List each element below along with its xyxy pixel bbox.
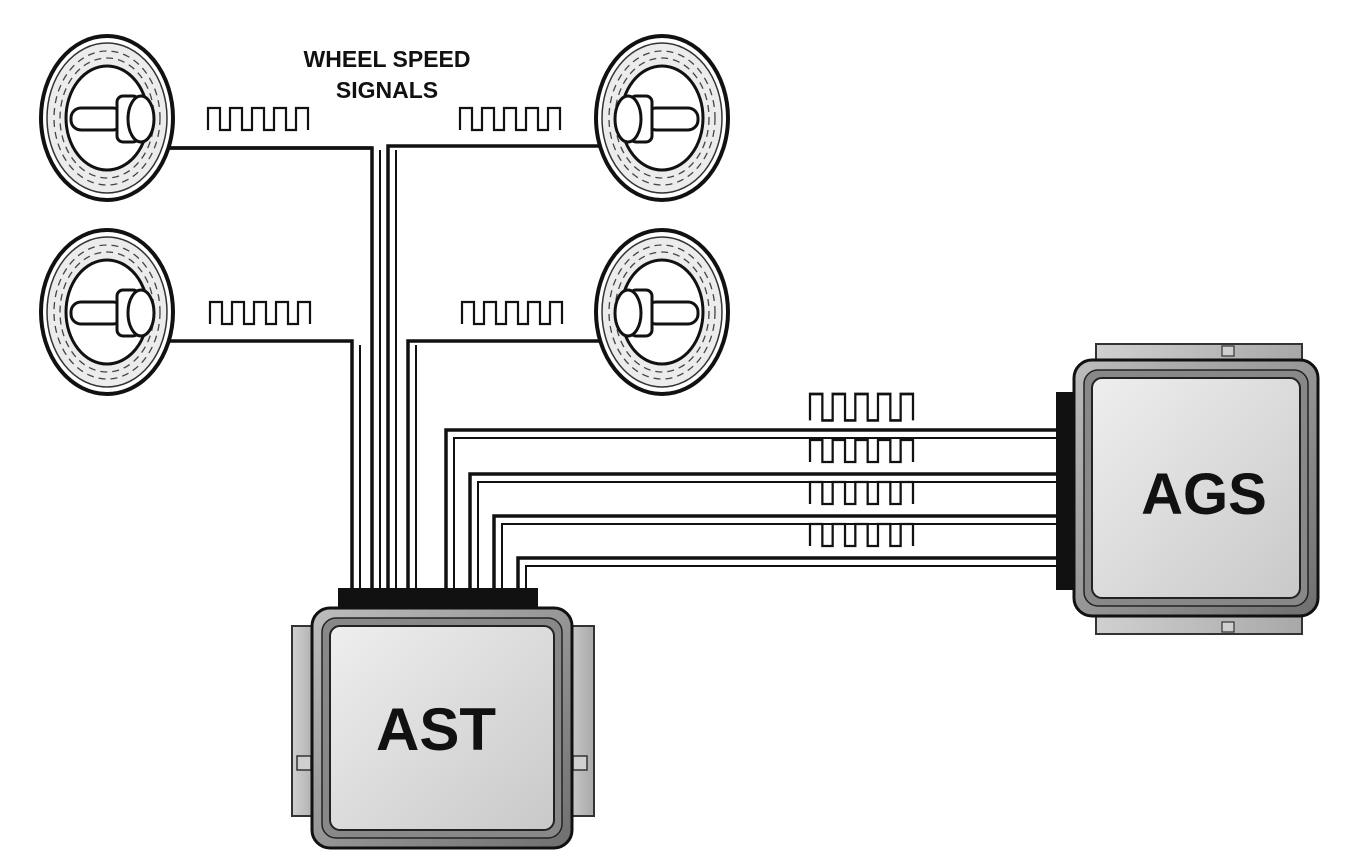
ast-module-face [329, 625, 555, 831]
square-wave-icon [808, 392, 915, 422]
wheel-signal-wires [170, 144, 600, 592]
ast-label: AST [376, 696, 496, 763]
wire-rear-right [406, 339, 600, 592]
square-wave-icon [808, 522, 915, 548]
wire-ags-2 [468, 472, 1062, 592]
wheel-sensor-front-left [39, 34, 175, 202]
ags-module-face [1091, 377, 1301, 599]
ast-module: AST [291, 588, 595, 850]
wire-ags-4 [516, 556, 1062, 592]
wire-rear-left [170, 339, 354, 592]
square-wave-icon [208, 300, 312, 326]
square-wave-icon [460, 300, 564, 326]
ags-module: AGS [1056, 343, 1320, 635]
title-line-1: WHEEL SPEED [303, 46, 471, 72]
square-wave-icon [808, 438, 915, 464]
ags-label: AGS [1141, 462, 1267, 527]
diagram-title: WHEEL SPEED SIGNALS [262, 44, 512, 106]
wire-front-left [170, 146, 374, 592]
wire-ags-1 [444, 428, 1062, 592]
title-line-2: SIGNALS [335, 77, 439, 103]
square-wave-icon [808, 480, 915, 506]
square-wave-icon [458, 106, 562, 132]
wheel-sensor-front-right [594, 34, 730, 202]
wire-front-right [386, 144, 600, 592]
square-wave-icon [206, 106, 310, 132]
wire-ags-3 [492, 514, 1062, 592]
ast-ags-signal-wires [444, 428, 1062, 592]
wheel-sensor-rear-left [39, 228, 175, 396]
wheel-sensor-rear-right [594, 228, 730, 396]
